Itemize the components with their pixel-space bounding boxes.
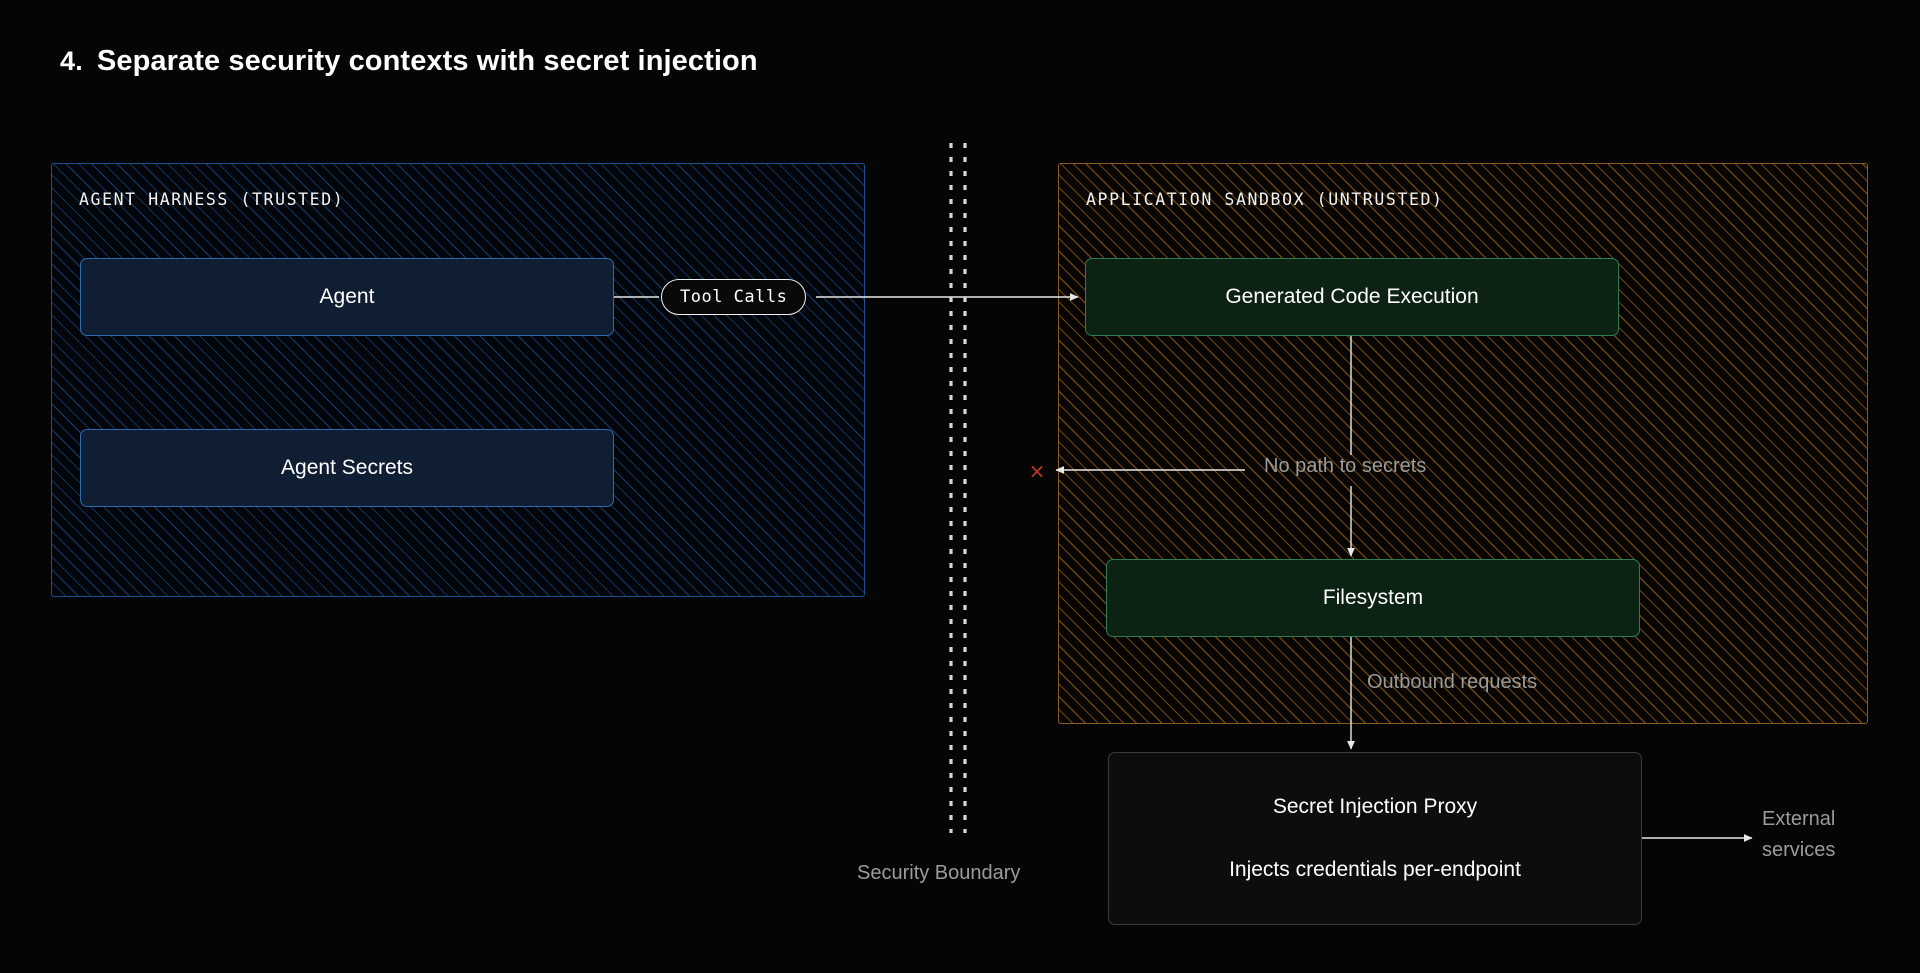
edge-label-external-services: External services xyxy=(1762,808,1836,861)
page-title: 4. Separate security contexts with secre… xyxy=(60,45,758,78)
blocked-access-x-icon: × xyxy=(1028,459,1046,483)
edge-label-outbound-requests: Outbound requests xyxy=(1367,671,1538,693)
page-title-number: 4. xyxy=(60,46,83,76)
node-secret-injection-proxy-title: Secret Injection Proxy xyxy=(1272,795,1478,819)
edge-label-no-path-to-secrets: No path to secrets xyxy=(1264,455,1427,477)
node-agent-label: Agent xyxy=(319,284,375,308)
node-agent-secrets[interactable]: Agent Secrets xyxy=(80,429,614,507)
node-agent[interactable]: Agent xyxy=(80,258,614,336)
node-filesystem[interactable]: Filesystem xyxy=(1106,559,1640,637)
node-generated-code-execution-label: Generated Code Execution xyxy=(1225,284,1479,308)
node-agent-secrets-label: Agent Secrets xyxy=(281,455,413,479)
security-boundary-label: Security Boundary xyxy=(857,862,1021,884)
node-filesystem-label: Filesystem xyxy=(1322,585,1424,609)
node-secret-injection-proxy[interactable]: Secret Injection Proxy Injects credentia… xyxy=(1108,752,1642,925)
zone-application-sandbox-untrusted: APPLICATION SANDBOX (UNTRUSTED) xyxy=(1058,163,1868,724)
node-secret-injection-proxy-subtitle: Injects credentials per-endpoint xyxy=(1229,857,1521,881)
zone-label-application-sandbox: APPLICATION SANDBOX (UNTRUSTED) xyxy=(1086,190,1444,209)
zone-label-agent-harness: AGENT HARNESS (TRUSTED) xyxy=(79,190,345,209)
edge-label-tool-calls: Tool Calls xyxy=(661,279,807,315)
node-generated-code-execution[interactable]: Generated Code Execution xyxy=(1085,258,1619,336)
page-title-text: Separate security contexts with secret i… xyxy=(96,45,758,77)
zone-agent-harness-trusted: AGENT HARNESS (TRUSTED) xyxy=(51,163,865,597)
